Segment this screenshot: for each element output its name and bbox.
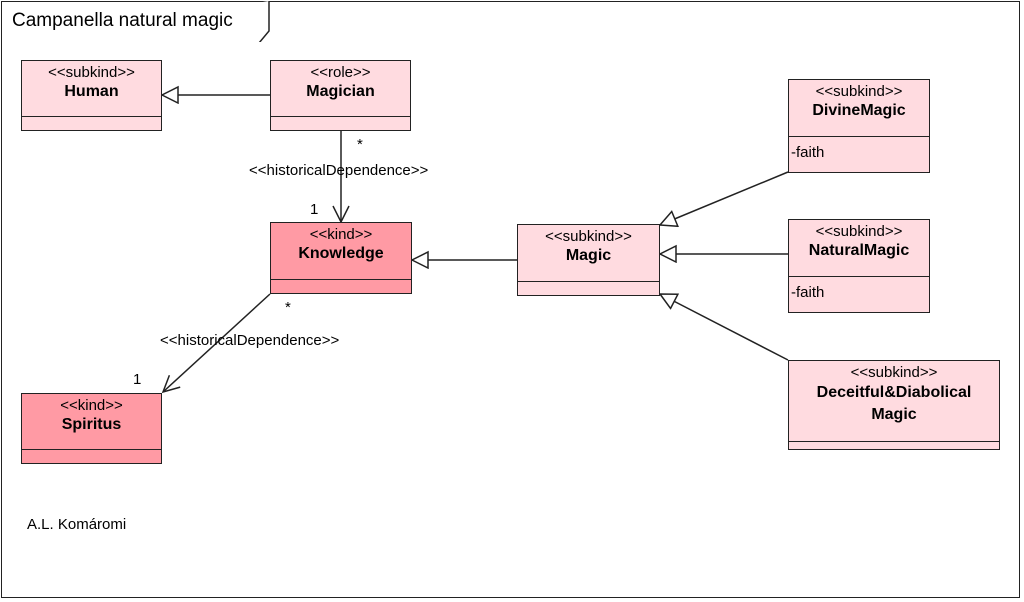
- diagram-title-tab: [7, 1, 270, 42]
- class-stereotype: <<subkind>>: [48, 64, 135, 81]
- diagram-title: Campanella natural magic: [12, 10, 233, 31]
- class-name: Knowledge: [298, 245, 384, 262]
- class-stereotype: <<role>>: [310, 64, 371, 81]
- class-attribute: -faith: [791, 144, 825, 161]
- dependence-stereotype-label: <<historicalDependence>>: [249, 162, 429, 179]
- class-spiritus[interactable]: <<kind>> Spiritus: [21, 393, 162, 464]
- multiplicity-target: 1: [310, 201, 319, 218]
- class-deceitful-diabolical-magic[interactable]: <<subkind>> Deceitful&Diabolical Magic: [788, 360, 1000, 450]
- class-divine-magic[interactable]: <<subkind>> DivineMagic -faith: [788, 79, 930, 173]
- class-stereotype: <<subkind>>: [815, 223, 903, 240]
- class-name: Magic: [565, 247, 612, 264]
- multiplicity-source: *: [357, 136, 363, 153]
- class-natural-magic[interactable]: <<subkind>> NaturalMagic -faith: [788, 219, 930, 313]
- class-attribute: -faith: [791, 284, 825, 301]
- class-name: Magician: [306, 83, 375, 100]
- dependence-stereotype-label: <<historicalDependence>>: [160, 332, 340, 349]
- class-stereotype: <<kind>>: [309, 226, 373, 243]
- class-knowledge[interactable]: <<kind>> Knowledge: [270, 222, 412, 294]
- class-name: NaturalMagic: [808, 242, 910, 259]
- generalization-deceitful-magic[interactable]: [660, 294, 789, 361]
- multiplicity-target: 1: [133, 371, 142, 388]
- dependence-knowledge-spiritus[interactable]: [161, 293, 271, 394]
- class-magician[interactable]: <<role>> Magician: [270, 60, 411, 131]
- class-stereotype: <<subkind>>: [850, 364, 938, 381]
- multiplicity-source: *: [285, 299, 291, 316]
- class-magic[interactable]: <<subkind>> Magic: [517, 224, 660, 296]
- generalization-divine-magic[interactable]: [660, 171, 789, 225]
- class-stereotype: <<kind>>: [60, 397, 123, 414]
- class-name: Deceitful&Diabolical Magic: [816, 384, 972, 423]
- class-stereotype: <<subkind>>: [545, 228, 632, 245]
- class-name: DivineMagic: [812, 102, 906, 119]
- class-name: Spiritus: [61, 416, 122, 433]
- class-stereotype: <<subkind>>: [815, 83, 903, 100]
- author-note: A.L. Komáromi: [27, 516, 127, 533]
- class-human[interactable]: <<subkind>> Human: [21, 60, 162, 131]
- class-name: Human: [64, 83, 119, 100]
